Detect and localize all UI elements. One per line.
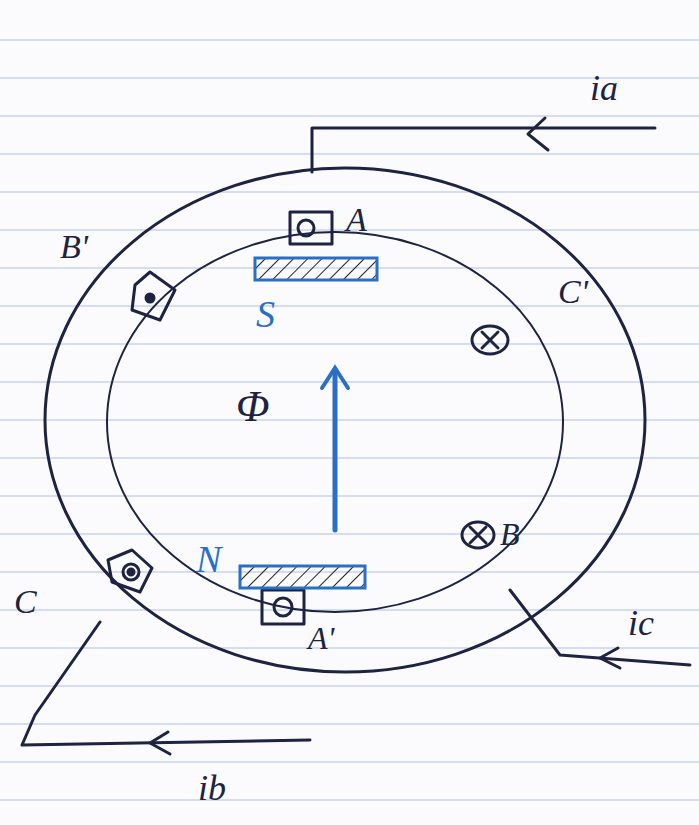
slot-label: A [346, 203, 367, 237]
stator-outer [45, 168, 645, 672]
current-label: ic [628, 605, 654, 641]
arrow-ic [600, 648, 620, 668]
pole-label: S [256, 295, 275, 333]
paper-lines [0, 40, 699, 800]
slot-label: B' [60, 230, 88, 264]
current-label: ib [198, 770, 226, 806]
slot-label: C [14, 585, 37, 619]
flux-arrow [322, 368, 348, 530]
slot-b [462, 522, 494, 548]
arrow-ia [528, 118, 548, 150]
stator-bore [107, 232, 563, 612]
slot-b-prime [132, 272, 175, 320]
arrow-ib [150, 732, 170, 754]
slot-label: A' [308, 622, 334, 654]
rotor-pole-s [255, 258, 377, 280]
flux-symbol: Φ [236, 385, 270, 429]
pole-label: N [196, 540, 221, 578]
slot-label: B [500, 518, 520, 550]
wire-ib [22, 622, 310, 745]
wire-ic [510, 590, 690, 665]
slot-label: C' [558, 275, 588, 309]
wire-ia [312, 128, 655, 172]
slot-a-prime [262, 590, 304, 624]
slot-c [108, 550, 152, 592]
slot-c-prime [472, 326, 508, 354]
slot-a [290, 212, 332, 244]
current-label: ia [590, 70, 618, 106]
rotor-pole-n [240, 566, 365, 588]
